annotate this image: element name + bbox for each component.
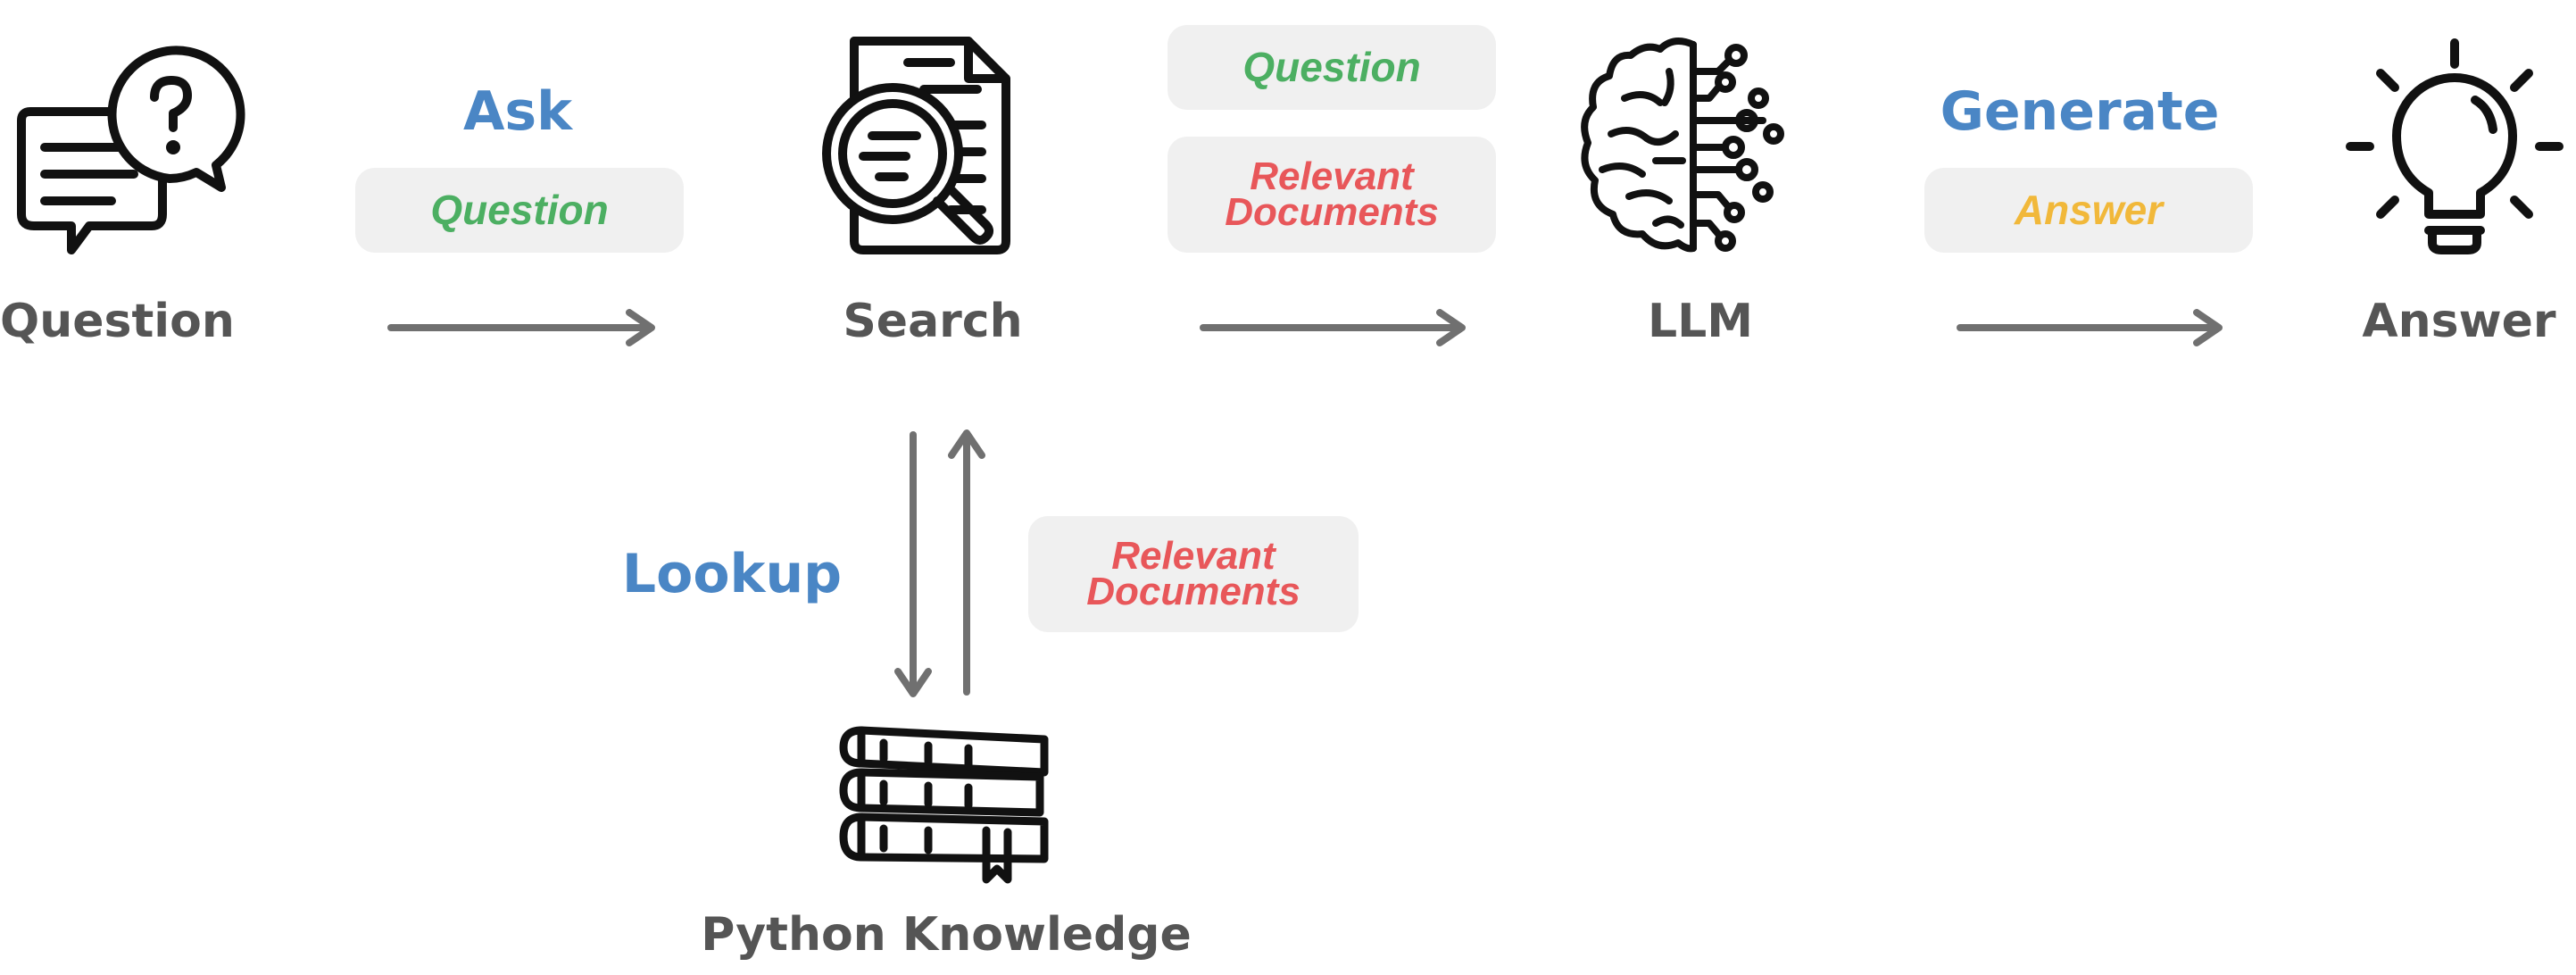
tag-text: Relevant xyxy=(1111,534,1276,579)
tag-question-ask: Question xyxy=(355,168,684,253)
lightbulb-icon xyxy=(2346,38,2564,254)
node-label-answer: Answer xyxy=(2362,295,2556,348)
tag-text: Question xyxy=(1242,43,1421,90)
tag-text: Question xyxy=(430,186,609,233)
node-label-python-knowledge: Python Knowledge xyxy=(701,908,1192,962)
tag-text: Relevant xyxy=(1250,154,1414,199)
arrow-search-to-llm xyxy=(1200,309,1466,346)
edge-label-ask: Ask xyxy=(462,80,573,143)
tag-text: Documents xyxy=(1086,570,1300,613)
node-label-llm: LLM xyxy=(1647,295,1753,348)
arrow-question-to-search xyxy=(387,309,655,346)
tag-answer-generate: Answer xyxy=(1924,168,2253,253)
node-label-search: Search xyxy=(843,295,1023,348)
tag-documents-lookup: Relevant Documents xyxy=(1028,516,1359,632)
node-label-question: Question xyxy=(0,295,235,348)
tag-text: Documents xyxy=(1225,190,1439,234)
arrow-llm-to-answer xyxy=(1957,309,2223,346)
tag-documents-llm: Relevant Documents xyxy=(1168,137,1496,253)
chat-question-icon xyxy=(17,46,245,254)
tag-text: Answer xyxy=(2014,186,2164,233)
arrow-knowledge-to-search xyxy=(948,429,985,696)
edge-label-lookup: Lookup xyxy=(621,543,843,605)
books-icon xyxy=(839,726,1049,884)
document-search-icon xyxy=(822,37,1010,254)
brain-circuit-icon xyxy=(1581,38,1784,253)
tag-question-llm: Question xyxy=(1168,25,1496,110)
arrow-search-to-knowledge xyxy=(894,431,932,697)
edge-label-generate: Generate xyxy=(1940,80,2220,143)
